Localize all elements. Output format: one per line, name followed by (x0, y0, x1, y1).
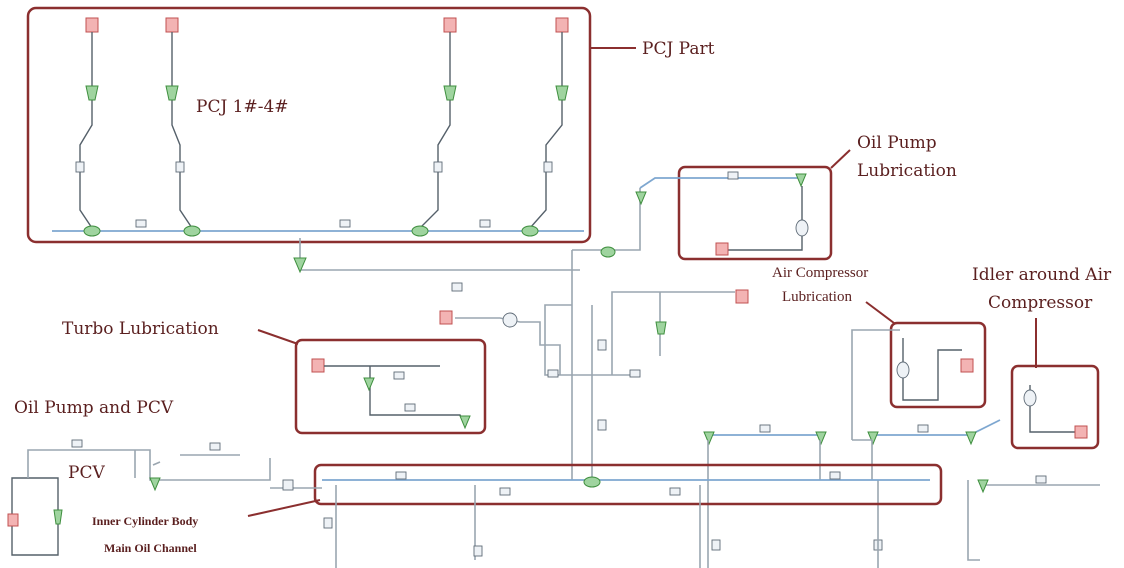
leader-oil-pump-lubrication (830, 149, 851, 169)
label-inner-cylinder-2: Main Oil Channel (104, 541, 197, 555)
label-inner-cylinder-1: Inner Cylinder Body (92, 514, 198, 528)
central-trunk (293, 188, 749, 480)
label-oil-pump-lubrication-1: Oil Pump (857, 133, 937, 153)
region-idler-air-compressor (1010, 364, 1100, 450)
region-oil-pump-lubrication (677, 165, 833, 261)
label-pcv: PCV (68, 463, 105, 483)
label-air-compressor-1: Air Compressor (772, 265, 868, 281)
label-air-compressor-2: Lubrication (782, 289, 852, 305)
turbo-circuit (311, 358, 471, 430)
oil-pump-lubrication-circuit (635, 171, 809, 256)
label-pcj-range: PCJ 1#-4# (196, 97, 289, 117)
label-turbo-lubrication: Turbo Lubrication (62, 319, 219, 339)
idler-circuit (1023, 385, 1088, 439)
right-circuits (703, 419, 1100, 568)
region-pcj-part (26, 6, 592, 244)
region-main-oil-channel (313, 463, 943, 506)
label-oil-pump-lubrication-2: Lubrication (857, 161, 957, 181)
pcj-branch-4 (529, 17, 569, 229)
pcj-branch-2 (165, 17, 193, 229)
leader-main-oil-channel (247, 499, 321, 517)
pcj-branch-3 (419, 17, 457, 229)
pcj-branches (52, 17, 584, 237)
label-idler-2: Compressor (988, 293, 1093, 313)
label-idler-1: Idler around Air (972, 265, 1112, 285)
leader-air-compressor (865, 301, 895, 324)
air-compressor-circuit (851, 329, 974, 440)
pcj-branch-1 (75, 17, 99, 229)
oil-pump-pcv-circuit (7, 439, 322, 556)
label-pcj-part: PCJ Part (642, 39, 715, 59)
label-oil-pump-pcv: Oil Pump and PCV (14, 398, 174, 418)
region-turbo-lubrication (294, 338, 487, 435)
main-oil-channel-circuit (322, 471, 930, 568)
region-air-compressor-lubrication (889, 321, 987, 409)
leader-turbo (257, 329, 299, 345)
